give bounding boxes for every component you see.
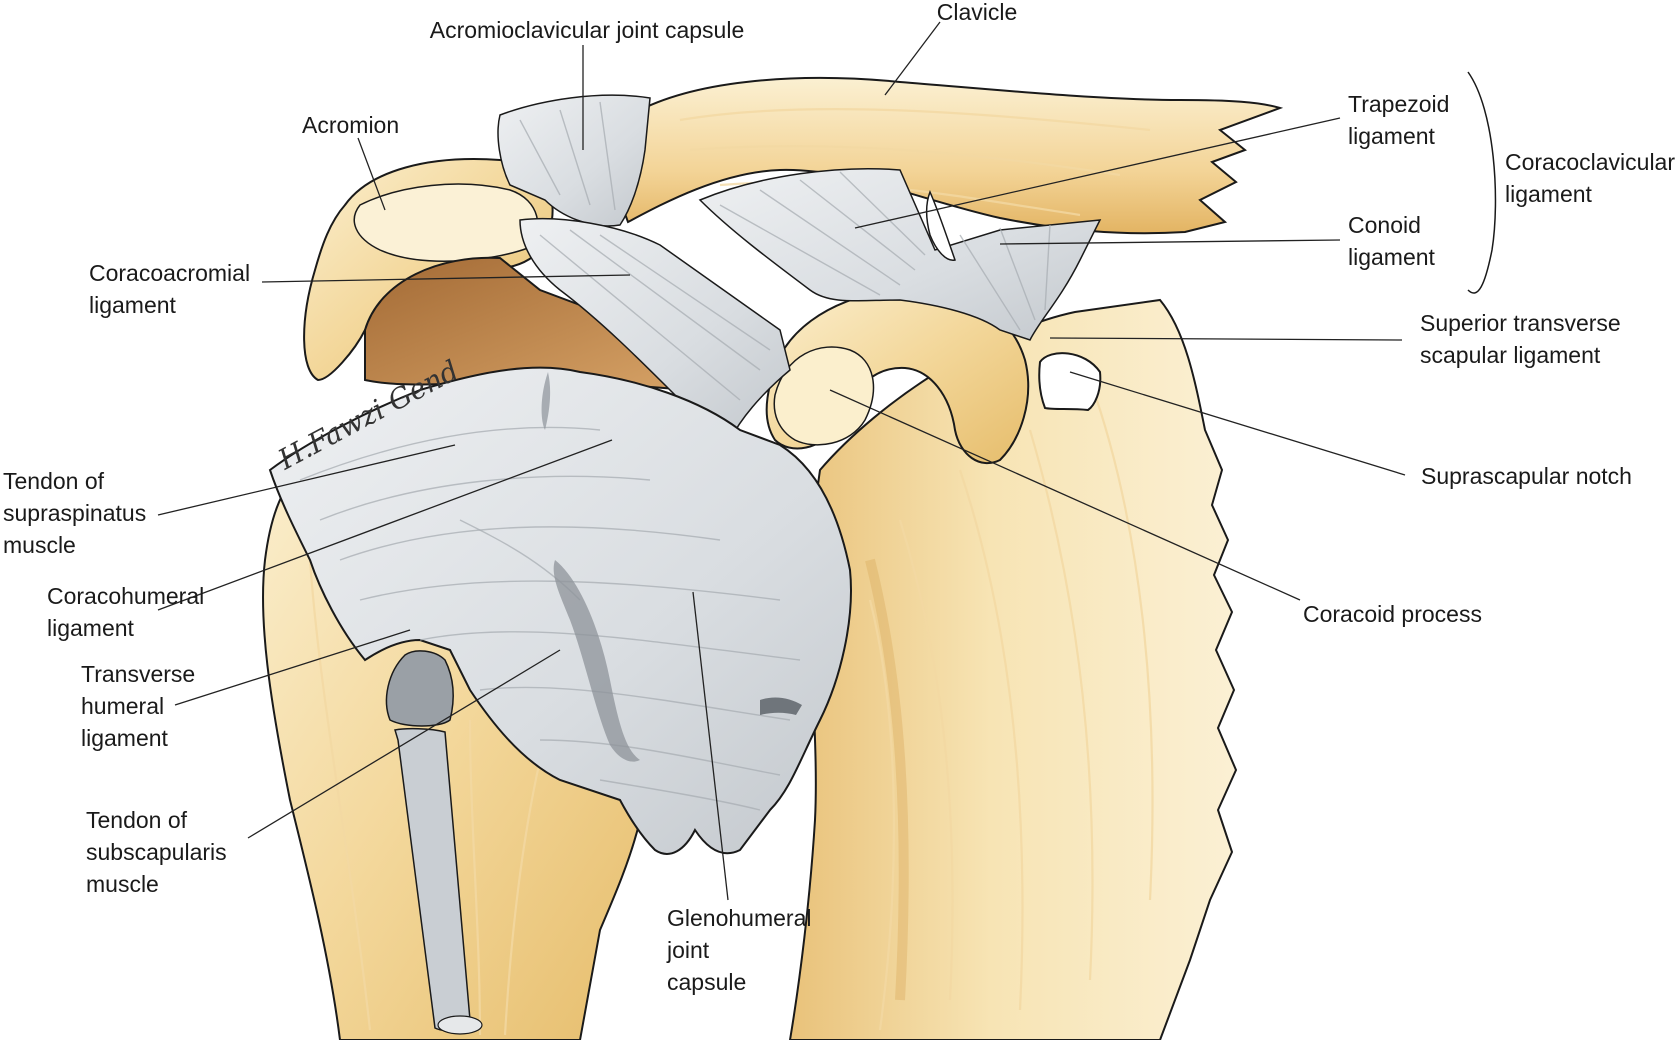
label-coracoacromial-ligament: Coracoacromial ligament [89,260,256,318]
label-trapezoid-ligament: Trapezoid ligament [1348,91,1456,149]
glenohumeral-capsule-complex [268,366,852,855]
suprascapular-notch-shape [1038,352,1102,412]
label-conoid-ligament: Conoid ligament [1348,212,1436,270]
acromion-bone [303,158,693,392]
label-clavicle: Clavicle [937,0,1018,25]
label-acromion: Acromion [302,112,399,138]
label-coracoclavicular-ligament: Coracoclavicular ligament [1505,149,1677,207]
coracoclavicular-brace [1467,71,1497,294]
coracoid-bone [765,287,1030,465]
label-suprascapular-notch: Suprascapular notch [1421,463,1632,489]
label-tendon-of-supraspinatus: Tendon of supraspinatus muscle [3,468,153,558]
leader-lines [157,21,1406,901]
label-coracoid-process: Coracoid process [1303,601,1482,627]
coracoclavicular-ligaments [698,168,1102,341]
labels: Clavicle Acromioclavicular joint capsule… [3,0,1677,995]
label-glenohumeral-joint-capsule: Glenohumeral joint capsule [666,905,818,995]
coracoacromial-ligament-band [519,217,791,442]
label-coracohumeral-ligament: Coracohumeral ligament [47,583,211,641]
bicipital-tendon [385,650,483,1035]
scapula [788,298,1238,1041]
label-ac-joint-capsule: Acromioclavicular joint capsule [430,17,744,43]
label-transverse-humeral-ligament: Transverse humeral ligament [81,661,202,751]
label-tendon-of-subscapularis: Tendon of subscapularis muscle [86,807,233,897]
label-superior-transverse-scapular-ligament: Superior transverse scapular ligament [1420,310,1627,368]
